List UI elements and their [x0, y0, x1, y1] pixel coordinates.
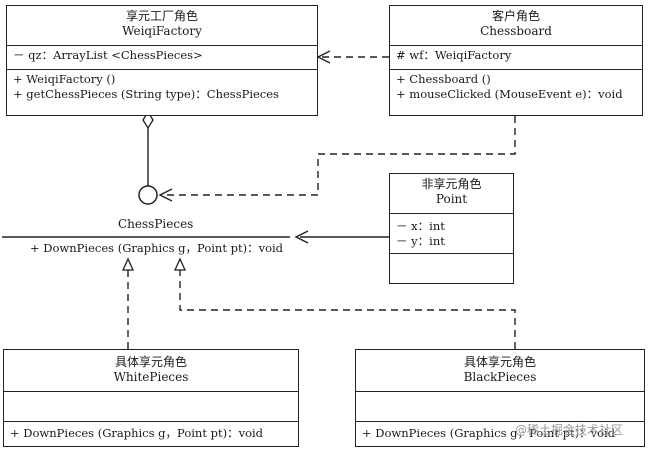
attribute: # wf：WeiqiFactory	[396, 48, 512, 62]
class-name: WhitePieces	[113, 370, 189, 384]
method-section	[390, 254, 513, 258]
class-chessboard: 客户角色 Chessboard # wf：WeiqiFactory + Ches…	[389, 5, 643, 116]
class-header: 客户角色 Chessboard	[390, 6, 642, 46]
class-name: Chessboard	[480, 24, 552, 38]
class-name: WeiqiFactory	[122, 24, 202, 38]
dependency-client-interface	[166, 116, 516, 196]
association-arrowhead	[294, 230, 309, 244]
role-label: 非享元角色	[421, 177, 482, 191]
attribute: － y：int	[396, 234, 445, 248]
attribute-section: － x：int － y：int	[390, 214, 513, 254]
role-label: 具体享元角色	[463, 355, 536, 369]
method: + getChessPieces (String type)：ChessPiec…	[13, 87, 279, 101]
attribute: － x：int	[396, 219, 445, 233]
watermark: @稀土掘金技术社区	[515, 423, 624, 437]
method-section: + WeiqiFactory () + getChessPieces (Stri…	[7, 70, 317, 104]
attribute-section	[356, 392, 644, 422]
method: + mouseClicked (MouseEvent e)：void	[396, 87, 623, 101]
role-label: 客户角色	[491, 9, 540, 23]
interface-name: ChessPieces	[118, 217, 194, 231]
class-name: Point	[435, 192, 468, 206]
dependency-client-factory-arrowhead	[316, 50, 331, 64]
dependency-client-interface-arrowhead	[158, 188, 173, 202]
interface-lollipop	[138, 185, 158, 205]
class-blackpieces: 具体享元角色 BlackPieces + DownPieces (Graphic…	[355, 349, 645, 447]
method: + DownPieces (Graphics g，Point pt)：void	[362, 426, 616, 440]
class-header: 享元工厂角色 WeiqiFactory	[7, 6, 317, 46]
realization-black	[179, 270, 516, 349]
realization-white-arrowhead	[121, 257, 135, 271]
role-label: 享元工厂角色	[125, 9, 198, 23]
method-section: + DownPieces (Graphics g，Point pt)：void	[356, 422, 644, 443]
method: + DownPieces (Graphics g，Point pt)：void	[10, 426, 264, 440]
method-section: + Chessboard () + mouseClicked (MouseEve…	[390, 70, 642, 104]
realization-black-arrowhead	[173, 257, 187, 271]
attribute-section: － qz：ArrayList <ChessPieces>	[7, 46, 317, 70]
class-weiqifactory: 享元工厂角色 WeiqiFactory － qz：ArrayList <Ches…	[6, 5, 318, 116]
class-header: 具体享元角色 BlackPieces	[356, 350, 644, 392]
attribute-section: # wf：WeiqiFactory	[390, 46, 642, 70]
method-section: + DownPieces (Graphics g，Point pt)：void	[4, 422, 298, 443]
attribute: － qz：ArrayList <ChessPieces>	[13, 48, 203, 62]
method: + Chessboard ()	[396, 72, 491, 86]
role-label: 具体享元角色	[114, 355, 187, 369]
attribute-section	[4, 392, 298, 422]
class-header: 具体享元角色 WhitePieces	[4, 350, 298, 392]
method: + WeiqiFactory ()	[13, 72, 116, 86]
class-whitepieces: 具体享元角色 WhitePieces + DownPieces (Graphic…	[3, 349, 299, 447]
class-header: 非享元角色 Point	[390, 174, 513, 214]
interface-method: + DownPieces (Graphics g，Point pt)：void	[30, 241, 284, 255]
class-point: 非享元角色 Point － x：int － y：int	[389, 173, 514, 284]
class-name: BlackPieces	[463, 370, 537, 384]
